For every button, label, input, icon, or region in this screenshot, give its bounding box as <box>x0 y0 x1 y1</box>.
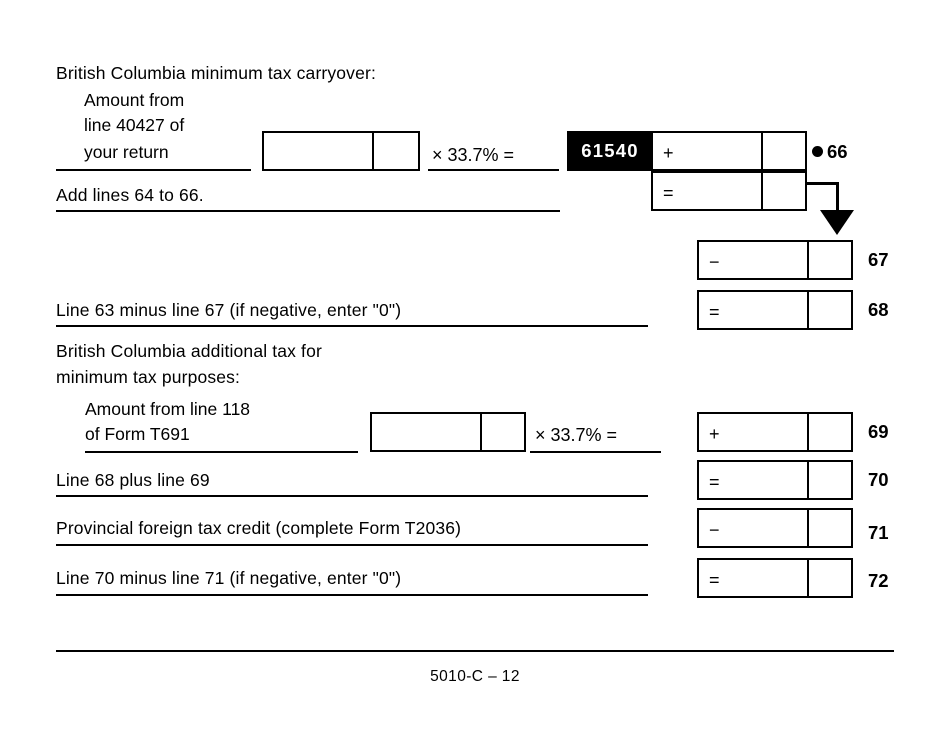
line-67-number: 67 <box>868 249 889 270</box>
carryover-multiplier-underline <box>428 169 559 171</box>
carryover-amount-cents-divider <box>372 133 374 169</box>
line-69-number: 69 <box>868 421 889 442</box>
arrow-connector-horizontal <box>805 182 839 185</box>
line-71-cents-divider <box>807 510 809 546</box>
carryover-subtext-line-1: Amount from <box>84 90 185 110</box>
footer-separator-rule <box>56 650 894 652</box>
line-72-equals-symbol: = <box>709 570 720 590</box>
additional-tax-subtext-line-1: Amount from line 118 <box>85 399 251 419</box>
additional-tax-multiplier-label: × 33.7% = <box>535 425 618 445</box>
line-71-underline <box>56 544 648 546</box>
add-lines-label: Add lines 64 to 66. <box>56 185 204 205</box>
line-71-number: 71 <box>868 522 889 543</box>
line-69-plus-symbol: + <box>709 424 720 444</box>
line-66-cents-divider <box>761 133 763 169</box>
field-code-61540: 61540 <box>567 131 653 171</box>
additional-tax-multiplier-underline <box>530 451 661 453</box>
carryover-subtext-line-3: your return <box>84 142 169 162</box>
additional-tax-subtext-line-2: of Form T691 <box>85 424 190 444</box>
arrow-head-icon <box>820 210 854 235</box>
line-67-box[interactable]: − <box>697 240 853 280</box>
line-67-cents-divider <box>807 242 809 278</box>
line-66-equals-cents-divider <box>761 173 763 209</box>
carryover-subtext-underline <box>56 169 251 171</box>
t691-amount-cents-divider <box>480 414 482 450</box>
line-70-label: Line 68 plus line 69 <box>56 470 210 490</box>
line-67-minus-symbol: − <box>709 252 720 272</box>
line-66-bullet-icon <box>812 146 823 157</box>
line-70-underline <box>56 495 648 497</box>
line-68-cents-divider <box>807 292 809 328</box>
add-lines-underline <box>56 210 560 212</box>
carryover-heading: British Columbia minimum tax carryover: <box>56 63 376 83</box>
line-70-number: 70 <box>868 469 889 490</box>
additional-tax-heading-line-2: minimum tax purposes: <box>56 367 241 387</box>
line-66-plus-symbol: + <box>663 143 674 163</box>
line-66-number: 66 <box>827 141 848 162</box>
line-66-plus-box[interactable]: + <box>651 131 807 171</box>
line-68-underline <box>56 325 648 327</box>
line-72-box[interactable]: = <box>697 558 853 598</box>
carryover-subtext-line-2: line 40427 of <box>84 115 185 135</box>
line-71-label: Provincial foreign tax credit (complete … <box>56 518 462 538</box>
arrow-connector-vertical <box>836 182 839 214</box>
additional-tax-subtext-underline <box>85 451 358 453</box>
line-69-box[interactable]: + <box>697 412 853 452</box>
line-66-equals-box[interactable]: = <box>651 171 807 211</box>
line-70-box[interactable]: = <box>697 460 853 500</box>
line-71-minus-symbol: − <box>709 520 720 540</box>
t691-amount-field[interactable] <box>370 412 526 452</box>
line-71-box[interactable]: − <box>697 508 853 548</box>
carryover-amount-field[interactable] <box>262 131 420 171</box>
line-69-cents-divider <box>807 414 809 450</box>
form-footer-label: 5010-C – 12 <box>430 668 520 685</box>
line-72-number: 72 <box>868 570 889 591</box>
line-66-equals-symbol: = <box>663 183 674 203</box>
line-68-label: Line 63 minus line 67 (if negative, ente… <box>56 300 402 320</box>
line-72-label: Line 70 minus line 71 (if negative, ente… <box>56 568 402 588</box>
line-70-cents-divider <box>807 462 809 498</box>
line-72-underline <box>56 594 648 596</box>
line-68-box[interactable]: = <box>697 290 853 330</box>
line-68-equals-symbol: = <box>709 302 720 322</box>
line-68-number: 68 <box>868 299 889 320</box>
line-70-equals-symbol: = <box>709 472 720 492</box>
carryover-multiplier-label: × 33.7% = <box>432 145 515 165</box>
additional-tax-heading-line-1: British Columbia additional tax for <box>56 341 322 361</box>
line-72-cents-divider <box>807 560 809 596</box>
